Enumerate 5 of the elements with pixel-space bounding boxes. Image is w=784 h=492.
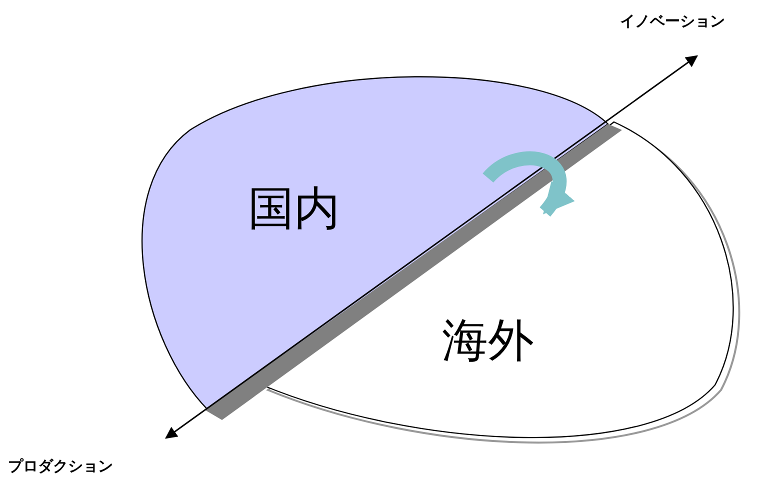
curved-arrow bbox=[483, 151, 574, 216]
axis-label: プロダクション bbox=[8, 457, 113, 476]
axis-label: イノベーション bbox=[620, 12, 725, 31]
region-label: 海外 bbox=[442, 312, 534, 369]
region-label: 国内 bbox=[248, 180, 340, 237]
